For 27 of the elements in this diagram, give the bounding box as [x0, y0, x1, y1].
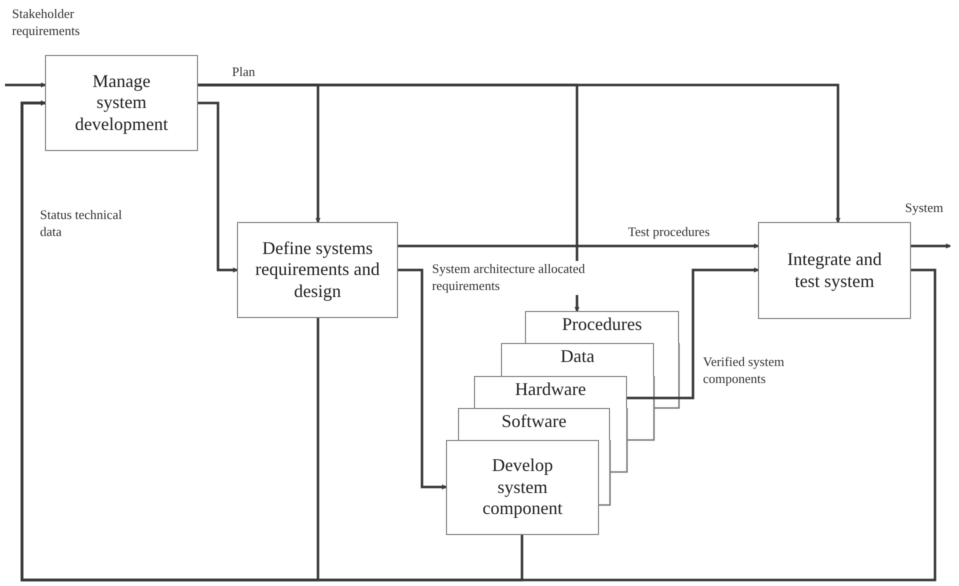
- box-text: Software: [502, 411, 566, 433]
- arrow: [911, 244, 950, 248]
- process-box: [458, 408, 610, 440]
- edge-label: Test procedures: [628, 224, 710, 241]
- arrow: [627, 268, 758, 400]
- arrow: [20, 100, 936, 582]
- process-box: [758, 222, 911, 319]
- process-box: [501, 343, 654, 376]
- process-box: [474, 376, 627, 408]
- arrow: [5, 82, 46, 88]
- arrow: [198, 102, 238, 272]
- box-text: Define systems requirements and design: [255, 238, 380, 302]
- arrow: [198, 84, 840, 222]
- edge-label: System: [905, 200, 944, 217]
- box-text: Develop system component: [482, 455, 564, 520]
- box-text: Procedures: [562, 314, 642, 336]
- process-box: [45, 55, 198, 151]
- process-box: [525, 311, 679, 343]
- box-text: Data: [560, 346, 594, 368]
- box-text: Integrate and test system: [786, 248, 883, 292]
- process-box: [446, 440, 599, 535]
- process-box: [237, 222, 398, 318]
- box-text: Manage system development: [74, 70, 169, 136]
- box-text: Hardware: [515, 379, 586, 401]
- arrow: [398, 268, 446, 490]
- arrow: [398, 244, 758, 248]
- edge-label: System architecture allocated requirements: [432, 261, 587, 295]
